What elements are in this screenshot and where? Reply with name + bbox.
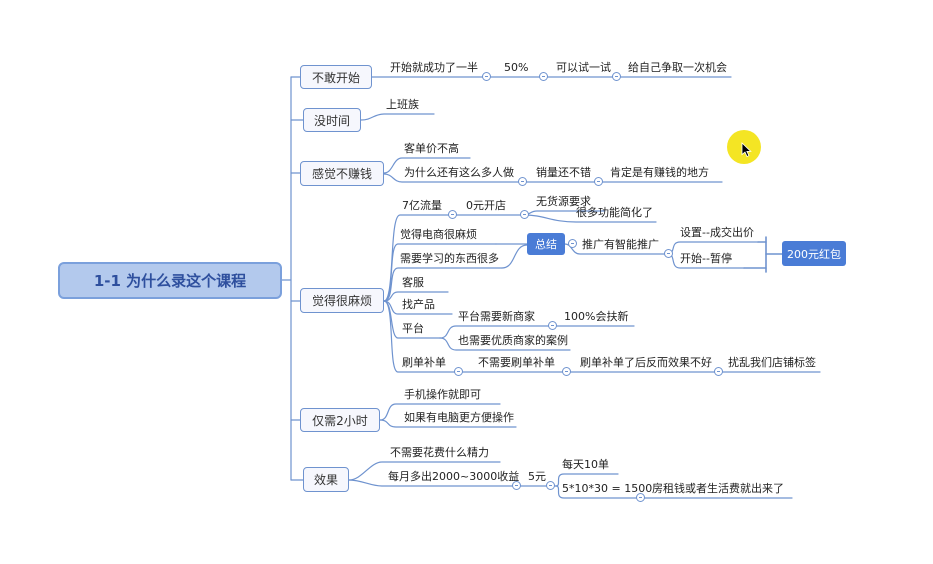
collapse-icon[interactable] [546, 481, 555, 490]
subtopic[interactable]: 手机操作就即可 [404, 388, 481, 401]
subtopic[interactable]: 扰乱我们店铺标签 [728, 356, 816, 369]
subtopic[interactable]: 可以试一试 [556, 61, 611, 74]
collapse-icon[interactable] [636, 493, 645, 502]
subtopic[interactable]: 5*10*30 = 1500 [562, 482, 653, 495]
subtopic[interactable]: 也需要优质商家的案例 [458, 334, 568, 347]
subtopic[interactable]: 每月多出2000~3000收益 [388, 470, 520, 483]
subtopic[interactable]: 设置--成交出价 [680, 226, 754, 239]
collapse-icon[interactable] [664, 249, 673, 258]
collapse-icon[interactable] [512, 481, 521, 490]
mouse-cursor-icon [741, 142, 752, 158]
subtopic[interactable]: 刷单补单 [402, 356, 446, 369]
subtopic[interactable]: 如果有电脑更方便操作 [404, 411, 514, 424]
root-topic[interactable]: 1-1 为什么录这个课程 [58, 262, 282, 299]
subtopic[interactable]: 7亿流量 [402, 199, 442, 212]
subtopic[interactable]: 100%会扶新 [564, 310, 629, 323]
collapse-icon[interactable] [454, 367, 463, 376]
collapse-icon[interactable] [539, 72, 548, 81]
collapse-icon[interactable] [482, 72, 491, 81]
subtopic[interactable]: 客服 [402, 276, 424, 289]
subtopic[interactable]: 每天10单 [562, 458, 609, 471]
subtopic[interactable]: 开始--暂停 [680, 252, 732, 265]
collapse-icon[interactable] [548, 321, 557, 330]
subtopic[interactable]: 0元开店 [466, 199, 506, 212]
subtopic[interactable]: 肯定是有赚钱的地方 [610, 166, 709, 179]
collapse-icon[interactable] [518, 177, 527, 186]
collapse-icon[interactable] [714, 367, 723, 376]
branch-no-time[interactable]: 没时间 [303, 108, 361, 132]
subtopic[interactable]: 推广有智能推广 [582, 238, 659, 251]
subtopic[interactable]: 给自己争取一次机会 [628, 61, 727, 74]
subtopic[interactable]: 平台需要新商家 [458, 310, 535, 323]
collapse-icon[interactable] [520, 210, 529, 219]
subtopic[interactable]: 很多功能简化了 [576, 206, 653, 219]
red-packet-node[interactable]: 200元红包 [782, 241, 846, 266]
collapse-icon[interactable] [448, 210, 457, 219]
branch-feels-troublesome[interactable]: 觉得很麻烦 [300, 288, 384, 313]
subtopic[interactable]: 上班族 [386, 98, 419, 111]
subtopic[interactable]: 房租钱或者生活费就出来了 [652, 482, 784, 495]
subtopic[interactable]: 刷单补单了后反而效果不好 [580, 356, 712, 369]
collapse-icon[interactable] [562, 367, 571, 376]
subtopic[interactable]: 5元 [528, 470, 546, 483]
branch-results[interactable]: 效果 [303, 467, 349, 492]
subtopic[interactable]: 需要学习的东西很多 [400, 252, 499, 265]
subtopic[interactable]: 平台 [402, 322, 424, 335]
branch-feels-unprofitable[interactable]: 感觉不赚钱 [300, 161, 384, 186]
subtopic[interactable]: 开始就成功了一半 [390, 61, 478, 74]
subtopic[interactable]: 找产品 [402, 298, 435, 311]
subtopic[interactable]: 无货源要求 [536, 195, 591, 208]
collapse-icon[interactable] [594, 177, 603, 186]
collapse-icon[interactable] [568, 239, 577, 248]
subtopic[interactable]: 不需要花费什么精力 [390, 446, 489, 459]
subtopic[interactable]: 销量还不错 [536, 166, 591, 179]
branch-only-2-hours[interactable]: 仅需2小时 [300, 408, 380, 432]
subtopic[interactable]: 50% [504, 61, 529, 74]
subtopic[interactable]: 不需要刷单补单 [478, 356, 555, 369]
subtopic[interactable]: 客单价不高 [404, 142, 459, 155]
summary-node[interactable]: 总结 [527, 233, 565, 255]
subtopic[interactable]: 觉得电商很麻烦 [400, 228, 477, 241]
collapse-icon[interactable] [612, 72, 621, 81]
subtopic[interactable]: 为什么还有这么多人做 [404, 166, 514, 179]
branch-not-dare-to-start[interactable]: 不敢开始 [300, 65, 372, 89]
